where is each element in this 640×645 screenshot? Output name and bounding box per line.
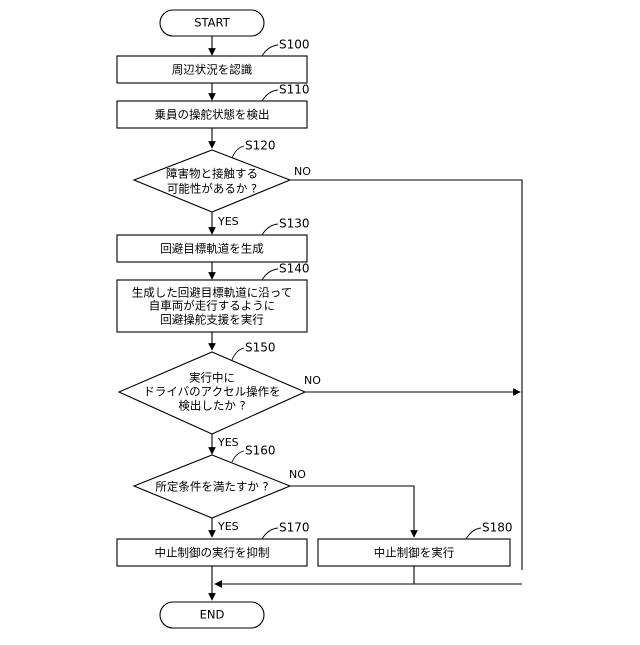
end-label: END <box>200 608 225 622</box>
s140-text-line1: 生成した回避目標軌道に沿って <box>132 286 292 300</box>
process-s110: 乗員の操舵状態を検出 S110 <box>117 83 310 129</box>
s110-step-id: S110 <box>279 83 310 97</box>
s110-text: 乗員の操舵状態を検出 <box>155 108 270 122</box>
s150-yes-label: YES <box>217 436 239 449</box>
s120-step-id: S120 <box>245 139 276 153</box>
s130-step-id: S130 <box>279 217 310 231</box>
process-s140: 生成した回避目標軌道に沿って 自車両が走行するように 回避操舵支援を実行 S14… <box>117 262 310 333</box>
s160-text: 所定条件を満たすか ? <box>155 480 268 494</box>
s150-step-id: S150 <box>245 341 276 355</box>
s120-text-line1: 障害物と接触する <box>166 167 258 181</box>
process-s180: 中止制御を実行 S180 <box>318 521 513 567</box>
start-label: START <box>194 16 230 30</box>
s170-leader <box>262 528 278 539</box>
s170-step-id: S170 <box>279 521 310 535</box>
s110-leader <box>262 90 278 101</box>
decision-s150: 実行中に ドライバのアクセル操作を 検出したか ? S150 NO YES <box>119 341 321 450</box>
s120-text-line2: 可能性があるか ? <box>167 182 257 196</box>
s140-leader <box>262 269 278 280</box>
s140-text-line3: 回避操舵支援を実行 <box>160 313 264 327</box>
line-s120-no <box>290 180 522 570</box>
process-s130: 回避目標軌道を生成 S130 <box>117 217 310 263</box>
process-s100: 周辺状況を認識 S100 <box>117 38 310 84</box>
s140-text-line2: 自車両が走行するように <box>149 299 276 313</box>
s160-no-label: NO <box>289 468 306 481</box>
s100-step-id: S100 <box>279 38 310 52</box>
s150-text-line2: ドライバのアクセル操作を <box>143 385 280 399</box>
s140-step-id: S140 <box>279 262 310 276</box>
s120-leader <box>232 146 244 158</box>
s160-yes-label: YES <box>217 520 239 533</box>
decision-s120: 障害物と接触する 可能性があるか ? S120 NO YES <box>134 139 311 229</box>
s120-no-label: NO <box>294 165 311 178</box>
s180-step-id: S180 <box>482 521 513 535</box>
start-terminal: START <box>160 10 264 36</box>
s130-leader <box>262 224 278 235</box>
process-s170: 中止制御の実行を抑制 S170 <box>117 521 310 567</box>
s150-text-line3: 検出したか ? <box>178 399 245 413</box>
s100-text: 周辺状況を認識 <box>172 63 253 77</box>
s180-text: 中止制御を実行 <box>374 546 455 560</box>
s130-text: 回避目標軌道を生成 <box>160 242 264 256</box>
s170-text: 中止制御の実行を抑制 <box>155 546 270 560</box>
s150-no-label: NO <box>304 374 321 387</box>
s150-text-line1: 実行中に <box>189 371 235 385</box>
s160-leader <box>232 451 244 462</box>
s100-leader <box>262 45 278 56</box>
s150-leader <box>232 348 244 360</box>
s160-step-id: S160 <box>245 444 276 458</box>
end-terminal: END <box>160 602 264 628</box>
s120-yes-label: YES <box>217 215 239 228</box>
s180-leader <box>466 528 481 539</box>
